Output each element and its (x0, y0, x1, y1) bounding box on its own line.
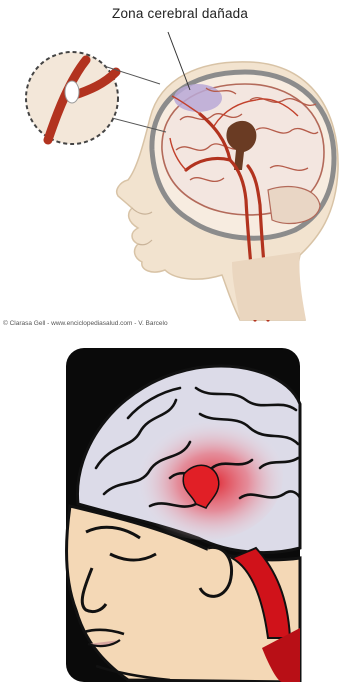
cartoon-head-stroke-drawing (0, 348, 350, 682)
image-credit: © Clarasa Gell - www.enciclopediasalud.c… (3, 320, 168, 327)
bottom-illustration (0, 348, 350, 682)
top-illustration: Zona cerebral dañada © Clarasa Gell - ww… (0, 0, 350, 346)
damaged-zone-label: Zona cerebral dañada (112, 6, 248, 21)
head-brain-cross-section-drawing (0, 0, 350, 346)
damaged-zone (174, 84, 222, 112)
